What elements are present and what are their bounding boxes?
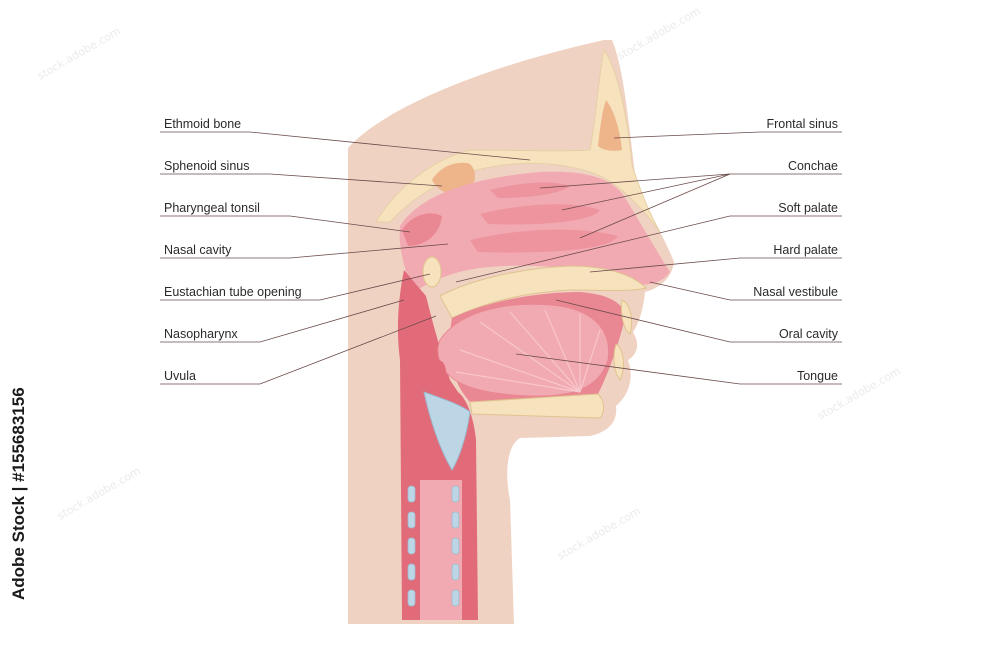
- tongue-region: [437, 303, 610, 397]
- tracheal-rings: [407, 485, 460, 607]
- leader-conchae-2: [561, 173, 731, 211]
- watermark-text: stock.adobe.com: [615, 4, 703, 62]
- leader-pharyngeal-tonsil: [160, 215, 411, 233]
- concha-inferior: [470, 229, 618, 253]
- leader-nasal-cavity: [160, 243, 449, 259]
- mandible: [469, 393, 605, 419]
- leader-eustachian-tube-opening: [160, 273, 431, 301]
- leader-nasal-vestibule: [649, 281, 842, 301]
- leader-ethmoid-bone: [160, 131, 531, 161]
- label-nasal-vestibule: Nasal vestibule: [753, 285, 838, 299]
- watermark-text: stock.adobe.com: [35, 24, 123, 82]
- label-ethmoid-bone: Ethmoid bone: [164, 117, 241, 131]
- leader-hard-palate: [589, 257, 842, 273]
- label-pharyngeal-tonsil: Pharyngeal tonsil: [164, 201, 260, 215]
- label-frontal-sinus: Frontal sinus: [766, 117, 838, 131]
- pharyngeal-tonsil-region: [402, 213, 442, 246]
- leader-nasopharynx: [160, 299, 405, 343]
- label-oral-cavity: Oral cavity: [779, 327, 839, 341]
- tongue-fibers: [455, 309, 601, 393]
- left-leader-lines: [160, 131, 531, 385]
- label-soft-palate: Soft palate: [778, 201, 838, 215]
- label-tongue: Tongue: [797, 369, 838, 383]
- incisor-lower: [613, 343, 624, 381]
- leader-uvula: [160, 315, 437, 385]
- label-sphenoid-sinus: Sphenoid sinus: [164, 159, 249, 173]
- palate: [439, 265, 647, 319]
- label-uvula: Uvula: [164, 369, 196, 383]
- leader-tongue: [515, 353, 842, 385]
- left-labels: Ethmoid bone Sphenoid sinus Pharyngeal t…: [164, 117, 302, 383]
- leader-oral-cavity: [555, 299, 842, 343]
- concha-middle: [480, 204, 600, 225]
- leader-soft-palate: [455, 215, 842, 283]
- uvula-region: [430, 360, 446, 384]
- leader-conchae-3: [579, 173, 731, 239]
- watermark-text: stock.adobe.com: [55, 464, 143, 522]
- watermark-text: stock.adobe.com: [555, 504, 643, 562]
- label-nasopharynx: Nasopharynx: [164, 327, 238, 341]
- eustachian-opening-region: [422, 256, 442, 288]
- concha-superior: [490, 182, 570, 198]
- label-conchae: Conchae: [788, 159, 838, 173]
- label-eustachian-tube-opening: Eustachian tube opening: [164, 285, 302, 299]
- trachea-inner: [420, 480, 462, 620]
- stock-credit: Adobe Stock | #155683156: [9, 387, 28, 600]
- label-hard-palate: Hard palate: [773, 243, 838, 257]
- label-nasal-cavity: Nasal cavity: [164, 243, 232, 257]
- epiglottis: [423, 391, 471, 471]
- leader-frontal-sinus: [613, 131, 842, 139]
- right-labels: Frontal sinus Conchae Soft palate Hard p…: [753, 117, 839, 383]
- leader-sphenoid-sinus: [160, 173, 443, 187]
- right-leader-lines: [455, 131, 842, 385]
